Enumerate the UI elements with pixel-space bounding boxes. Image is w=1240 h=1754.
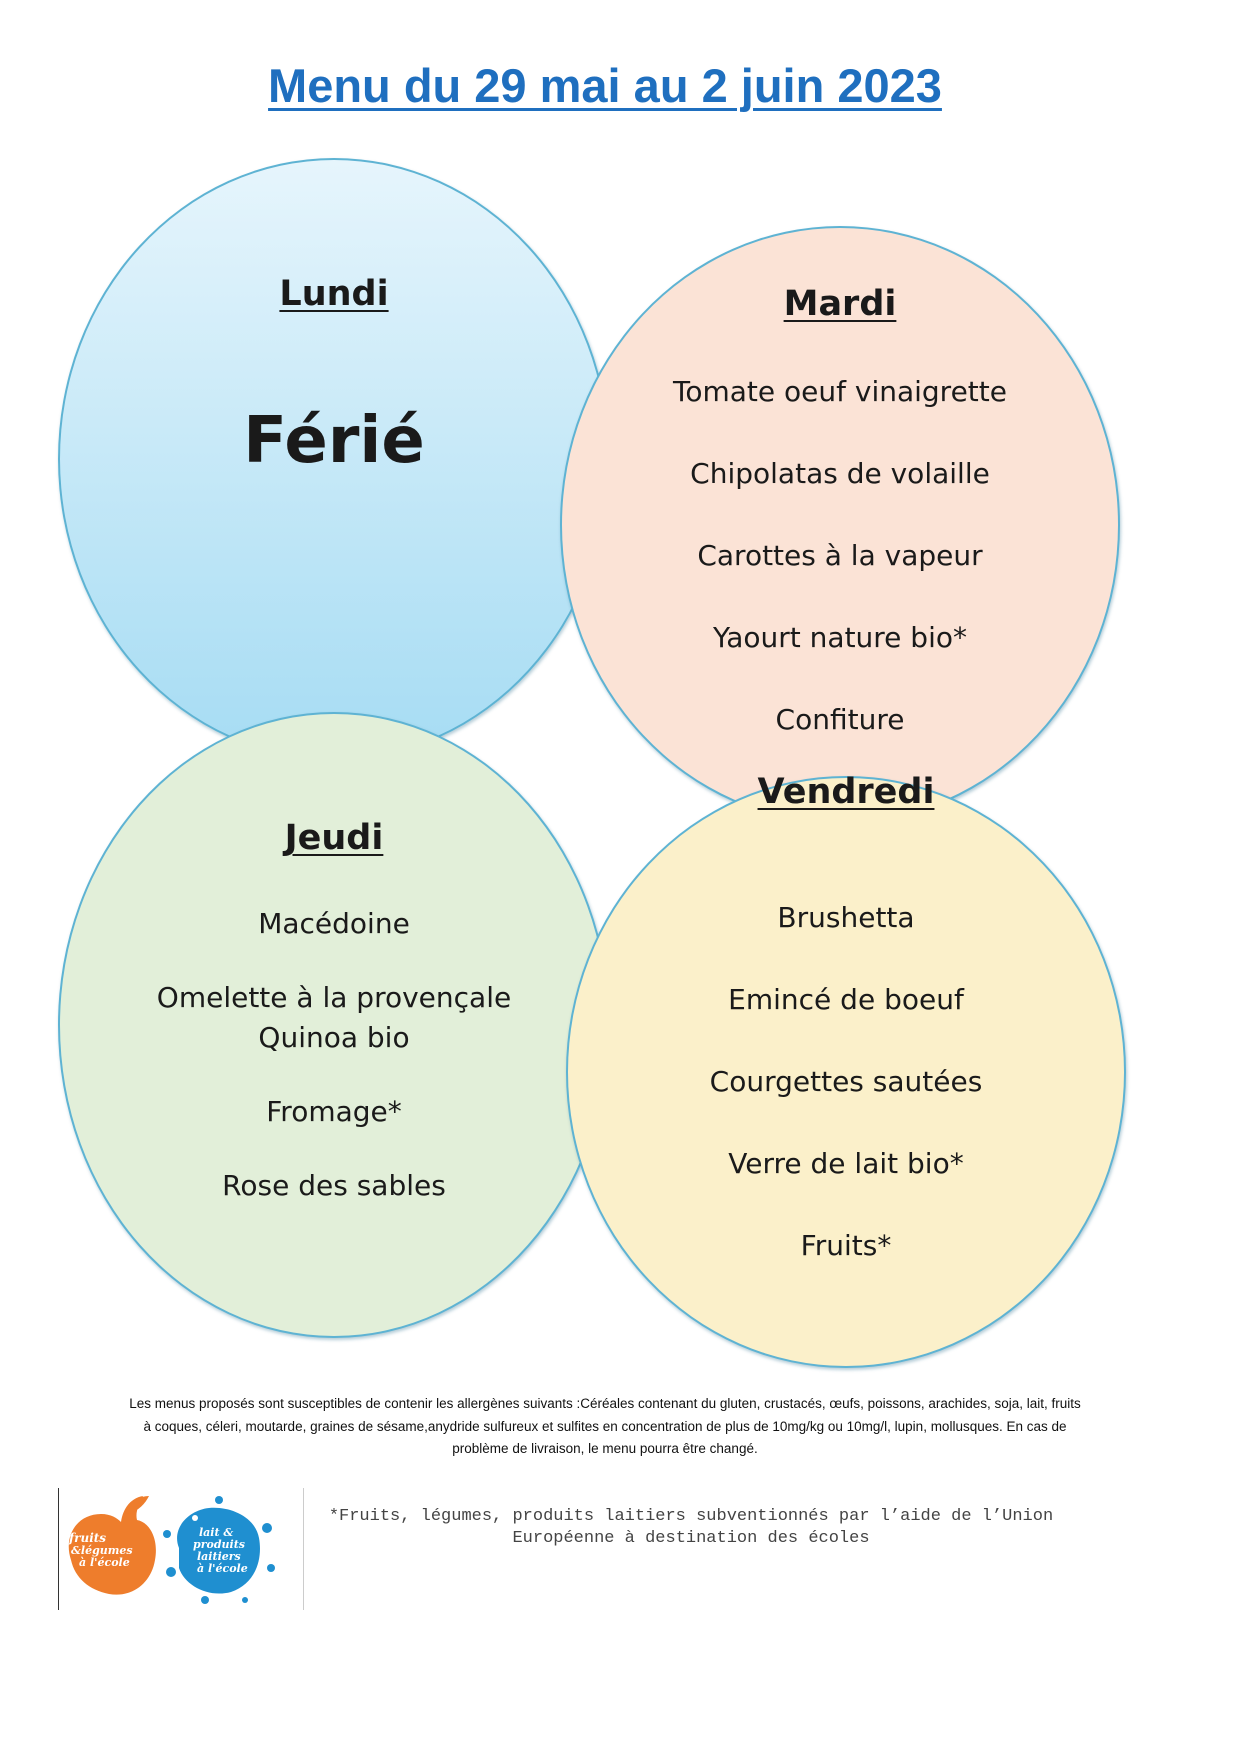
logo-text: laitiers [197, 1550, 241, 1563]
program-logos: fruits &légumes à l'école lait & produit… [68, 1496, 275, 1604]
day-heading-lundi: Lundi [279, 274, 389, 314]
menu-item: Fruits* [800, 1229, 892, 1262]
allergens-notice: Les menus proposés sont susceptibles de … [64, 1393, 1146, 1461]
day-heading-mardi: Mardi [783, 284, 897, 324]
logo-text: à l'école [79, 1556, 130, 1569]
logo-text: &légumes [71, 1544, 133, 1557]
menu-item: Yaourt nature bio* [712, 621, 967, 654]
holiday-label: Férié [243, 404, 425, 478]
logo-text: lait & [199, 1526, 233, 1539]
day-circle-vendredi: Vendredi Brushetta Emincé de boeuf Courg… [566, 772, 1126, 1368]
logo-text: à l'école [197, 1562, 248, 1575]
footnote-line: *Fruits, légumes, produits laitiers subv… [328, 1507, 1054, 1526]
menu-item: Chipolatas de volaille [690, 457, 990, 490]
footnote-line: Européenne à destination des écoles [512, 1529, 870, 1548]
day-circle-mardi: Mardi Tomate oeuf vinaigrette Chipolatas… [560, 226, 1120, 824]
menu-item: Rose des sables [222, 1169, 446, 1202]
menu-item: Fromage* [266, 1095, 402, 1128]
menu-item: Confiture [775, 703, 905, 736]
day-heading-jeudi: Jeudi [284, 818, 384, 858]
day-circle-lundi: Lundi Férié [58, 158, 610, 760]
menu-item: Brushetta [777, 901, 915, 934]
day-heading-vendredi: Vendredi [757, 772, 935, 812]
menu-item: Verre de lait bio* [728, 1147, 964, 1180]
eu-subsidy-footnote: *Fruits, légumes, produits laitiers subv… [306, 1506, 1076, 1550]
logo-text: produits [193, 1538, 245, 1551]
allergens-line: à coques, céleri, moutarde, graines de s… [143, 1418, 1067, 1434]
allergens-line: problème de livraison, le menu pourra êt… [452, 1441, 758, 1456]
menu-item: Omelette à la provençale [156, 981, 512, 1014]
fruits-legumes-logo: fruits &légumes à l'école [68, 1496, 156, 1595]
allergens-line: Les menus proposés sont susceptibles de … [129, 1396, 1081, 1411]
lait-produits-laitiers-logo: lait & produits laitiers à l'école [163, 1496, 275, 1604]
menu-item: Emincé de boeuf [728, 983, 964, 1016]
logo-area: fruits &légumes à l'école lait & produit… [58, 1488, 304, 1610]
menu-item: Carottes à la vapeur [697, 539, 983, 572]
page-title: Menu du 29 mai au 2 juin 2023 [268, 59, 942, 112]
menu-item: Macédoine [258, 907, 410, 940]
menu-item: Courgettes sautées [709, 1065, 983, 1098]
menu-item: Tomate oeuf vinaigrette [673, 375, 1007, 408]
menu-item: Quinoa bio [258, 1021, 410, 1054]
day-circle-jeudi: Jeudi Macédoine Omelette à la provençale… [58, 712, 610, 1338]
logo-text: fruits [68, 1531, 106, 1545]
